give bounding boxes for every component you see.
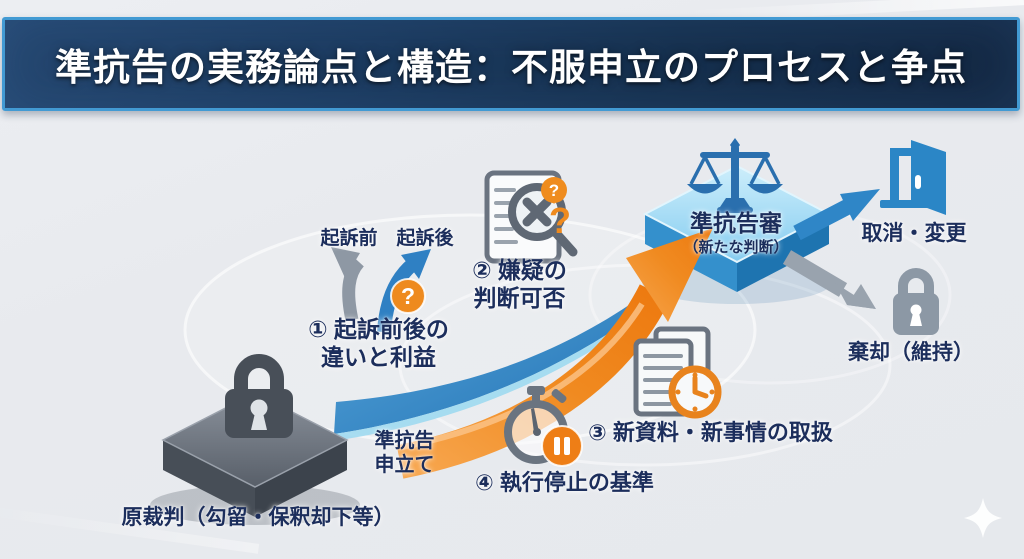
page-title: 準抗告の実務論点と構造：不服申立のプロセスと争点 bbox=[55, 47, 967, 88]
question-badge-icon: ? bbox=[390, 278, 426, 314]
title-banner: 準抗告の実務論点と構造：不服申立のプロセスと争点 bbox=[2, 17, 1020, 111]
issue-3-label: ③ 新資料・新事情の取扱 bbox=[588, 420, 833, 445]
review-court-line1: 準抗告審 bbox=[690, 210, 782, 236]
scales-icon bbox=[687, 138, 783, 213]
svg-text:?: ? bbox=[401, 283, 415, 309]
pre-indictment-label: 起訴前 bbox=[320, 228, 378, 249]
cancel-arrow-icon bbox=[793, 189, 880, 241]
post-indictment-label: 起訴後 bbox=[396, 228, 454, 249]
svg-text:?: ? bbox=[549, 181, 559, 200]
documents-clock-icon bbox=[633, 326, 722, 419]
door-icon bbox=[880, 140, 946, 215]
issue-2-line1: ② 嫌疑の bbox=[472, 257, 567, 283]
origin-lock-icon bbox=[225, 354, 293, 438]
svg-text:?: ? bbox=[549, 200, 571, 241]
appeal-flow-swoosh-icon bbox=[333, 252, 697, 441]
issue-1-line1: ① 起訴前後の bbox=[308, 316, 449, 342]
document-search-icon: ? ? bbox=[484, 170, 578, 264]
sparkle-icon bbox=[964, 498, 1002, 538]
review-court-line2: （新たな判断） bbox=[683, 238, 789, 256]
issue-1-line2: 違いと利益 bbox=[321, 343, 436, 370]
issue-1-label: ① 起訴前後の 違いと利益 bbox=[296, 316, 461, 371]
original-ruling-label: 原裁判（勾留・保釈却下等） bbox=[121, 506, 395, 529]
issue-4-label: ④ 執行停止の基準 bbox=[475, 470, 654, 495]
dismiss-arrow-icon bbox=[782, 250, 876, 309]
review-court-label: 準抗告審 （新たな判断） bbox=[650, 210, 822, 257]
issue-2-label: ② 嫌疑の 判断可否 bbox=[437, 257, 602, 312]
issue-2-line2: 判断可否 bbox=[473, 284, 566, 311]
appeal-filing-label: 準抗告 申立て bbox=[374, 430, 435, 476]
outcome-dismiss-label: 棄却（維持） bbox=[848, 341, 974, 364]
gray-branch-arrow-icon bbox=[331, 247, 365, 322]
pause-badge-icon bbox=[541, 425, 583, 467]
outcome-cancel-label: 取消・変更 bbox=[861, 222, 967, 245]
dismiss-lock-icon bbox=[893, 268, 939, 335]
origin-platform bbox=[150, 392, 360, 525]
